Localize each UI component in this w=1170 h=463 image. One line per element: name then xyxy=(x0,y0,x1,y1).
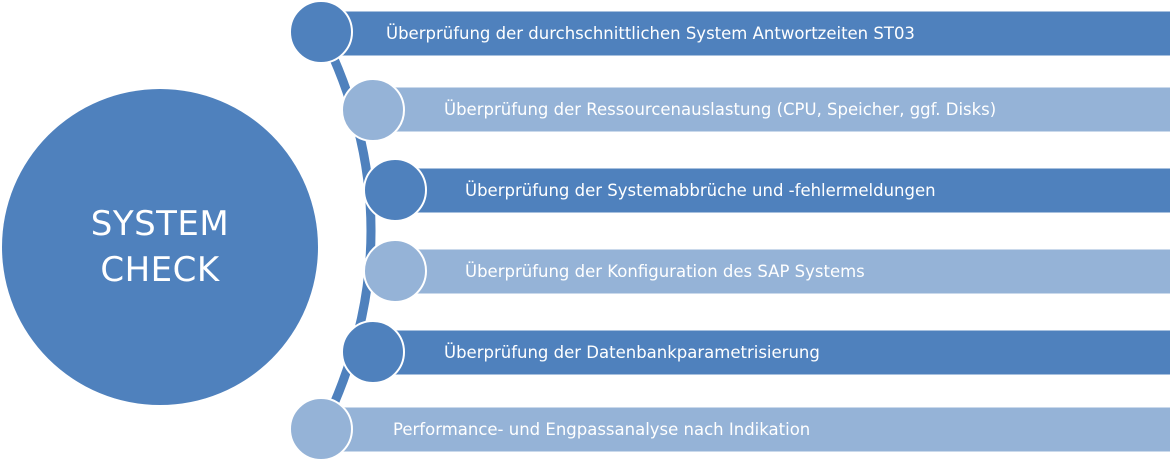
step-bar-4: Überprüfung der Konfiguration des SAP Sy… xyxy=(396,249,1170,294)
step-label-4: Überprüfung der Konfiguration des SAP Sy… xyxy=(465,262,865,281)
step-bar-3: Überprüfung der Systemabbrüche und -fehl… xyxy=(396,168,1170,213)
step-bar-5: Überprüfung der Datenbankparametrisierun… xyxy=(373,330,1170,375)
step-label-2: Überprüfung der Ressourcenauslastung (CP… xyxy=(444,100,997,119)
step-node-4 xyxy=(363,239,427,303)
hub-title-line2: CHECK xyxy=(100,250,220,290)
hub-title-line1: SYSTEM xyxy=(90,204,230,244)
step-node-1 xyxy=(289,0,353,64)
step-label-5: Überprüfung der Datenbankparametrisierun… xyxy=(444,343,820,362)
step-node-5 xyxy=(341,320,405,384)
step-node-3 xyxy=(363,158,427,222)
step-label-6: Performance- und Engpassanalyse nach Ind… xyxy=(393,420,811,439)
system-check-hub: SYSTEM CHECK xyxy=(2,89,318,405)
step-bar-2: Überprüfung der Ressourcenauslastung (CP… xyxy=(373,87,1170,132)
step-label-3: Überprüfung der Systemabbrüche und -fehl… xyxy=(465,181,936,200)
step-node-6 xyxy=(289,397,353,461)
step-label-1: Überprüfung der durchschnittlichen Syste… xyxy=(386,24,915,43)
step-bar-1: Überprüfung der durchschnittlichen Syste… xyxy=(322,11,1170,56)
step-node-2 xyxy=(341,78,405,142)
step-bar-6: Performance- und Engpassanalyse nach Ind… xyxy=(322,407,1170,452)
